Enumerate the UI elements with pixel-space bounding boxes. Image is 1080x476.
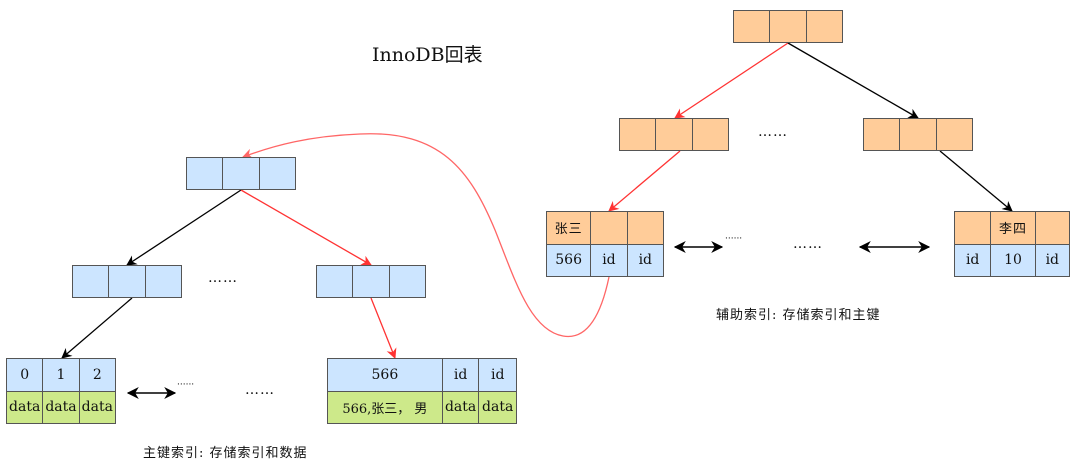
node-cell <box>656 119 693 150</box>
leaf-key: 1 <box>43 359 80 391</box>
secondary-level2-right-node <box>863 118 973 151</box>
clustered-level2-left-node <box>72 265 182 298</box>
clustered-level2-right-node <box>316 265 426 298</box>
node-cell <box>693 119 728 150</box>
node-cell <box>223 158 260 189</box>
leaf-key <box>591 212 628 244</box>
node-cell <box>187 158 224 189</box>
leaf-key: 566 <box>328 359 443 391</box>
lookup-back-to-table-curve <box>242 133 610 338</box>
edge-s-left-to-leaf-lookup <box>608 150 681 212</box>
node-cell <box>864 119 901 150</box>
diagram-title: InnoDB回表 <box>372 44 483 66</box>
leaf-key: 张三 <box>547 212 592 244</box>
node-cell <box>807 11 842 42</box>
leaf-key <box>628 212 663 244</box>
node-cell <box>900 119 937 150</box>
secondary-index-caption: 辅助索引: 存储索引和主键 <box>716 308 881 323</box>
clustered-index-caption: 主键索引: 存储索引和数据 <box>143 446 308 461</box>
leaf-pk: 566 <box>547 244 592 276</box>
clustered-leaf-left-node: 0 1 2 data data data <box>6 358 116 424</box>
leaf-key <box>1036 212 1069 244</box>
edge-s-right-to-leaf <box>939 150 1013 212</box>
secondary-leaf-right-node: 李四 id 10 id <box>954 211 1070 277</box>
node-cell <box>734 11 771 42</box>
edge-s-root-to-left-lookup <box>674 42 789 119</box>
node-cell <box>620 119 657 150</box>
clustered-level2-ellipsis: …… <box>208 270 238 286</box>
node-cell <box>260 158 295 189</box>
leaf-key: id <box>443 359 480 391</box>
node-cell <box>317 266 354 297</box>
leaf-pk: id <box>638 252 653 269</box>
clustered-root-node <box>186 157 296 190</box>
clustered-leaf-ellipsis: …… <box>245 382 275 398</box>
node-cell <box>73 266 110 297</box>
leaf-pk: id <box>591 244 628 276</box>
node-cell <box>109 266 146 297</box>
edge-s-root-to-right <box>787 42 919 119</box>
leaf-key: 2 <box>92 366 102 383</box>
leaf-key: id <box>490 366 505 383</box>
edge-c-root-to-left <box>126 189 242 266</box>
leaf-pk: id <box>955 244 992 276</box>
node-cell <box>937 119 972 150</box>
secondary-level2-left-node <box>619 118 729 151</box>
leaf-data: data <box>7 391 44 423</box>
leaf-pk: id <box>1045 252 1060 269</box>
edge-c-left-to-leaf <box>61 297 133 359</box>
node-cell <box>390 266 425 297</box>
secondary-leaf-ellipsis: …… <box>793 236 823 252</box>
secondary-leaf-ellipsis-small: ······ <box>725 234 743 244</box>
secondary-root-node <box>733 10 843 43</box>
secondary-leaf-left-node: 张三 566 id id <box>546 211 664 277</box>
leaf-data: data <box>443 391 480 423</box>
clustered-leaf-ellipsis-small: ······ <box>177 380 195 390</box>
leaf-row-data: 566,张三， 男 <box>328 391 443 423</box>
edge-c-right-to-leaf-lookup <box>370 297 397 359</box>
node-cell <box>770 11 807 42</box>
leaf-key: 0 <box>7 359 44 391</box>
leaf-data: data <box>482 399 514 416</box>
leaf-data: data <box>81 399 113 416</box>
edge-c-root-to-right-lookup <box>240 189 372 266</box>
node-cell <box>146 266 181 297</box>
node-cell <box>353 266 390 297</box>
leaf-pk: 10 <box>991 244 1036 276</box>
secondary-level2-ellipsis: …… <box>758 124 788 140</box>
leaf-data: data <box>43 391 80 423</box>
clustered-leaf-right-node: 566 id id 566,张三， 男 data data <box>327 358 517 424</box>
leaf-key: 李四 <box>991 212 1036 244</box>
leaf-key <box>955 212 992 244</box>
